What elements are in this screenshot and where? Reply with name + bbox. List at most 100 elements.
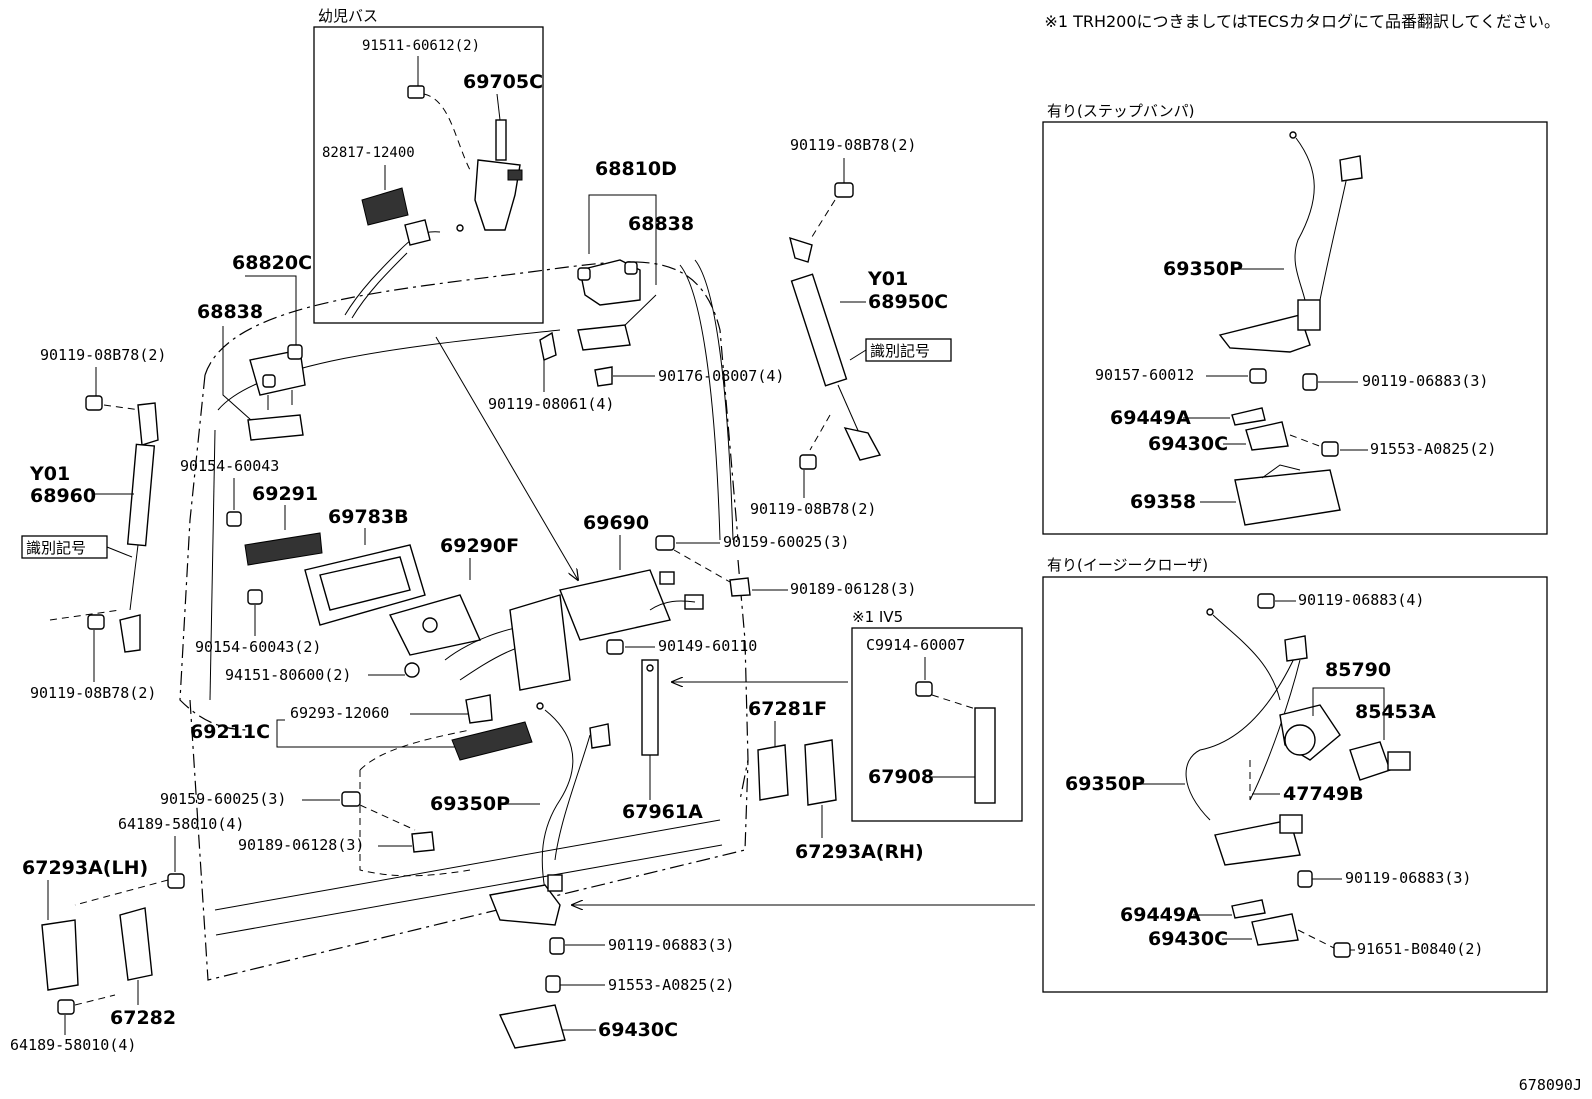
figure-code: 678090J <box>1519 1076 1582 1094</box>
label-90159-60025-top: 90159-60025(3) <box>723 533 849 551</box>
label-C9914-60007: C9914-60007 <box>866 636 965 654</box>
label-68810D: 68810D <box>595 158 677 180</box>
gas-strut-left <box>49 395 159 653</box>
label-90189-06128-bot: 90189-06128(3) <box>238 836 364 854</box>
label-69290F: 69290F <box>440 535 519 557</box>
e-label-90119-06883-top: 90119-06883(4) <box>1298 591 1424 609</box>
s-label-90157-60012: 90157-60012 <box>1095 366 1194 384</box>
id-mark-left: 識別記号 <box>26 539 86 557</box>
arrow-kinder-to-latch <box>435 336 578 580</box>
part-67293A-LH <box>41 919 79 991</box>
e-label-85453A: 85453A <box>1355 701 1436 723</box>
nut-94151-80600 <box>404 662 420 678</box>
label-68838-left: 68838 <box>197 301 263 323</box>
part-69291 <box>244 532 323 566</box>
part-69430C-mid <box>498 1004 566 1049</box>
label-90119-08B78-bot: 90119-08B78(2) <box>30 684 156 702</box>
part-67961A <box>641 659 659 756</box>
s-label-69350P: 69350P <box>1163 258 1243 280</box>
e-label-91651-B0840: 91651-B0840(2) <box>1357 940 1483 958</box>
label-90149-60110: 90149-60110 <box>658 637 757 655</box>
s-label-69358: 69358 <box>1130 491 1196 513</box>
label-68950C: 68950C <box>868 291 948 313</box>
label-68820C: 68820C <box>232 252 312 274</box>
bolt-90159-60025-top <box>655 535 675 551</box>
label-91511-60612: 91511-60612(2) <box>362 38 480 54</box>
kindergarten-bus-title: 幼児バス <box>318 7 378 25</box>
label-69783B: 69783B <box>328 506 409 528</box>
label-90154-60043: 90154-60043 <box>180 457 279 475</box>
back-door-outline <box>179 259 749 981</box>
id-mark-right: 識別記号 <box>870 342 930 360</box>
screw-90154-60043 <box>226 511 242 527</box>
bolt-91553-A0825-mid <box>545 975 561 993</box>
iv5-title: ※1 IV5 <box>852 608 903 626</box>
e-label-90119-06883-bot: 90119-06883(3) <box>1345 869 1471 887</box>
label-69293-12060: 69293-12060 <box>290 704 389 722</box>
step-bumper-title: 有り(ステップバンパ) <box>1047 102 1194 120</box>
label-Y01-left: Y01 <box>29 463 70 485</box>
part-67281F <box>757 744 789 801</box>
step-bumper-parts <box>1218 131 1363 526</box>
e-bolt-90119-06883-bot <box>1297 870 1313 888</box>
label-67961A: 67961A <box>622 801 703 823</box>
gas-strut-right <box>789 182 882 470</box>
label-64189-58010-bot: 64189-58010(4) <box>10 1036 136 1054</box>
label-90119-08B78-mid: 90119-08B78(2) <box>750 500 876 518</box>
part-69290F <box>388 594 561 681</box>
label-90154-60043-2: 90154-60043(2) <box>195 638 321 656</box>
s-bolt-90157-60012 <box>1249 368 1267 384</box>
e-label-47749B: 47749B <box>1283 783 1364 805</box>
hinge-68820C <box>247 344 306 441</box>
label-68838-top: 68838 <box>628 213 694 235</box>
bolt-90119-06883-mid <box>549 937 565 955</box>
part-69690 <box>509 569 704 691</box>
part-67293A-RH <box>804 739 837 806</box>
step-bumper-box <box>1042 121 1548 535</box>
label-90189-06128-top: 90189-06128(3) <box>790 580 916 598</box>
label-69350P-mid: 69350P <box>430 793 510 815</box>
label-67282: 67282 <box>110 1007 176 1029</box>
label-69430C-mid: 69430C <box>598 1019 678 1041</box>
easy-closer-title: 有り(イージークローザ) <box>1047 556 1208 574</box>
e-label-69430C: 69430C <box>1148 928 1228 950</box>
s-label-69449A: 69449A <box>1110 407 1191 429</box>
e-bolt-90119-06883-top <box>1257 593 1275 609</box>
bolt-64189-58010-bot <box>57 999 75 1015</box>
part-69293-12060 <box>465 694 493 724</box>
label-69291: 69291 <box>252 483 318 505</box>
clip-90189-06128-top <box>729 577 751 597</box>
iv5-box <box>851 627 1023 822</box>
label-Y01-right: Y01 <box>867 268 908 290</box>
part-69350P-mid <box>489 702 611 926</box>
label-69211C: 69211C <box>190 721 270 743</box>
label-67281F: 67281F <box>748 698 827 720</box>
label-90176-08007: 90176-08007(4) <box>658 367 784 385</box>
s-label-90119-06883: 90119-06883(3) <box>1362 372 1488 390</box>
bolt-90159-60025-bot <box>341 791 361 807</box>
screw-90149-60110 <box>606 639 624 655</box>
screw-90154-60043-2 <box>247 589 263 605</box>
label-90119-06883-mid: 90119-06883(3) <box>608 936 734 954</box>
label-90119-08B78-left: 90119-08B78(2) <box>40 346 166 364</box>
label-67293A-RH: 67293A(RH) <box>795 841 924 863</box>
bolt-64189-58010-top <box>167 873 185 889</box>
screw-C9914-60007 <box>915 681 933 697</box>
label-90119-08061: 90119-08061(4) <box>488 395 614 413</box>
s-bolt-90119-06883 <box>1302 373 1318 391</box>
s-label-91553-A0825: 91553-A0825(2) <box>1370 440 1496 458</box>
label-67908: 67908 <box>868 766 934 788</box>
clip-90189-06128-bot <box>411 831 435 853</box>
part-69211C <box>451 721 533 761</box>
e-bolt-91651-B0840 <box>1333 942 1351 958</box>
kindergarten-bus-box <box>313 26 544 324</box>
label-91553-A0825-mid: 91553-A0825(2) <box>608 976 734 994</box>
label-90159-60025-bot: 90159-60025(3) <box>160 790 286 808</box>
kindergarten-bus-parts <box>344 56 523 319</box>
label-82817-12400: 82817-12400 <box>322 145 415 161</box>
label-69705C: 69705C <box>463 71 543 93</box>
label-64189-58010-top: 64189-58010(4) <box>118 815 244 833</box>
part-69783B <box>304 544 426 626</box>
e-label-69449A: 69449A <box>1120 904 1201 926</box>
